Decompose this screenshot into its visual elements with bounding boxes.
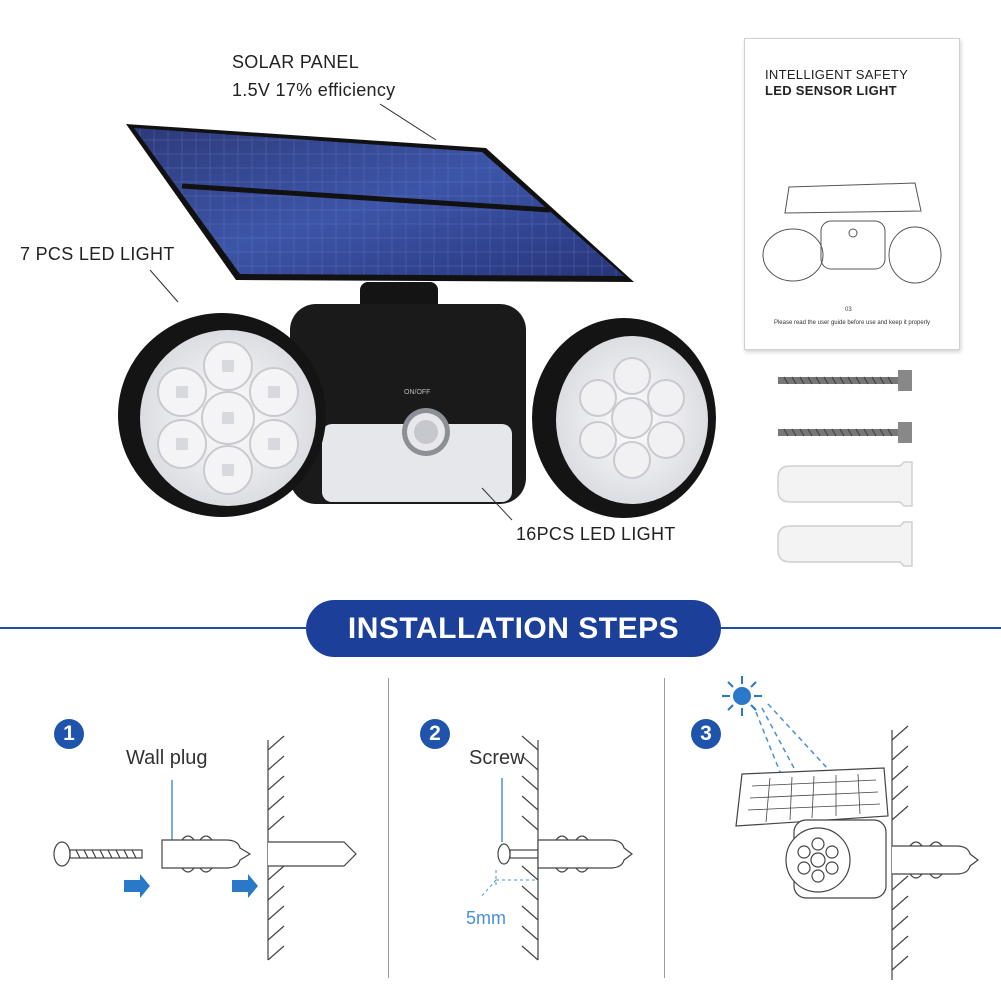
section-divider-right (721, 627, 1001, 629)
step-2-diagram (479, 735, 633, 961)
step-3-badge: 3 (691, 719, 721, 749)
solar-panel (126, 124, 634, 282)
left-lamp (118, 313, 326, 517)
step-separator-2 (664, 678, 665, 978)
screw-pair (778, 370, 912, 443)
step-2-dimension: 5mm (466, 908, 506, 928)
arrow-right-icon (124, 874, 258, 898)
step-separator-1 (388, 678, 389, 978)
wall-plug-pair (777, 461, 913, 567)
led7-label: 7 PCS LED LIGHT (20, 244, 175, 264)
step-1-diagram (53, 735, 357, 961)
manual-note: Please read the user guide before use an… (773, 320, 931, 326)
manual-title-line1: INTELLIGENT SAFETY (765, 67, 909, 82)
solar-label-leader (379, 103, 437, 141)
manual-title-line2: LED SENSOR LIGHT (765, 83, 897, 98)
led7-label-leader (149, 269, 179, 303)
installation-steps-banner: INSTALLATION STEPS (306, 600, 721, 657)
user-manual: INTELLIGENT SAFETY LED SENSOR LIGHT 03 P… (744, 38, 960, 350)
right-lamp (532, 318, 716, 518)
step-3-diagram (722, 676, 979, 980)
solar-light-product (118, 103, 913, 567)
solar-panel-spec: 1.5V 17% efficiency (232, 80, 396, 100)
on-off-switch-label: ON/OFF (404, 389, 431, 396)
section-divider-left (0, 627, 306, 629)
step-1-label: Wall plug (126, 747, 208, 769)
solar-panel-title: SOLAR PANEL (232, 52, 360, 72)
step-2-label: Screw (469, 747, 525, 769)
led16-label: 16PCS LED LIGHT (516, 524, 676, 544)
step-2-badge: 2 (420, 719, 450, 749)
step-1-badge: 1 (54, 719, 84, 749)
manual-page-number: 03 (845, 307, 852, 313)
manual-product-sketch (762, 182, 942, 284)
sun-icon (722, 676, 762, 716)
sensor-body (290, 304, 526, 504)
led16-label-leader (481, 487, 513, 521)
